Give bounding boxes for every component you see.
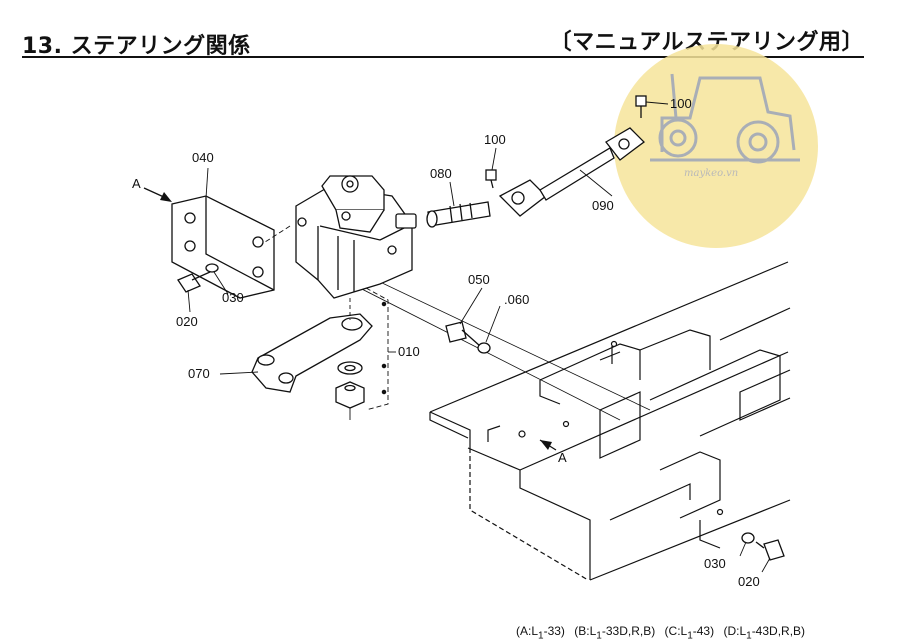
nut-and-washer [335, 361, 365, 409]
universal-joint-090 [498, 127, 645, 217]
shaft-080 [426, 201, 491, 228]
bolt-100-top [635, 95, 647, 118]
bolt-020-lower [755, 539, 785, 561]
callout-view-a-upper: A [132, 176, 141, 191]
model-d: (D:L1-43D,R,B) [723, 624, 806, 642]
callout-050: 050 [468, 272, 490, 287]
model-c: (C:L1-43) [664, 624, 715, 642]
steering-gearbox [295, 175, 417, 299]
leader-lines [187, 101, 771, 573]
callout-060: .060 [504, 292, 529, 307]
header-rule [22, 56, 864, 58]
callout-040: 040 [192, 150, 214, 165]
model-applicability-footer: (A:L1-33) (B:L1-33D,R,B) (C:L1-43) (D:L1… [516, 624, 805, 641]
callout-020-lower: 020 [738, 574, 760, 589]
callout-080: 080 [430, 166, 452, 181]
model-b: (B:L1-33D,R,B) [574, 624, 656, 642]
callout-090: 090 [592, 198, 614, 213]
view-arrow-a-upper [143, 187, 172, 202]
callout-view-a-lower: A [558, 450, 567, 465]
watermark-disc [614, 44, 818, 248]
view-arrow-a-lower [539, 439, 557, 451]
callout-020-upper: 020 [176, 314, 198, 329]
washer-030-upper [205, 263, 219, 273]
callout-010: 010 [398, 344, 420, 359]
washer-030-lower [741, 532, 755, 544]
model-a: (A:L1-33) [516, 624, 565, 642]
callout-070: 070 [188, 366, 210, 381]
tractor-icon [650, 73, 800, 164]
bracket-040 [171, 195, 275, 299]
tractor-frame [347, 261, 791, 581]
callout-100-top: 100 [670, 96, 692, 111]
callout-030-lower: 030 [704, 556, 726, 571]
washer-060 [477, 342, 491, 354]
callout-030-upper: 030 [222, 290, 244, 305]
page-title: 13. ステアリング関係 [22, 34, 251, 59]
pitman-arm-070 [251, 313, 373, 393]
bolt-050 [445, 321, 481, 347]
watermark: maykeo.vn [614, 44, 818, 248]
watermark-text: maykeo.vn [684, 168, 738, 179]
callout-100-mid: 100 [484, 132, 506, 147]
bolt-020-upper [177, 271, 211, 293]
bolt-100-mid [485, 169, 497, 189]
